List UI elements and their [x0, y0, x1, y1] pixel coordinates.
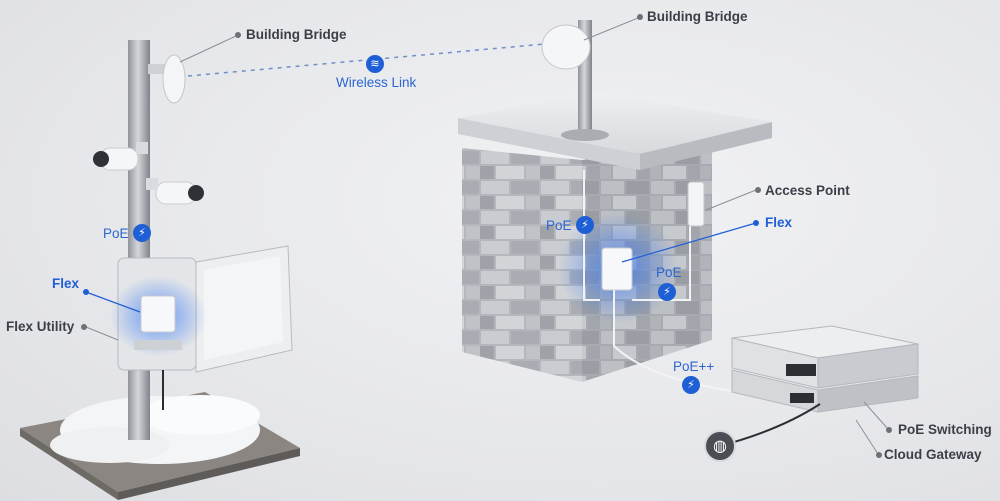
label-cloud-gateway: Cloud Gateway — [884, 447, 982, 463]
label-poe-switching: PoE Switching — [898, 422, 992, 438]
wireless-icon: ≋ — [366, 55, 384, 73]
building-bridge-device-left — [148, 55, 185, 103]
globe-icon: ◍ — [704, 430, 736, 462]
lightning-icon: ⚡ — [682, 376, 700, 394]
poe-switch-and-gateway-stack — [732, 326, 918, 412]
label-building-bridge-right: Building Bridge — [647, 9, 748, 25]
security-camera-2 — [146, 178, 204, 204]
lightning-icon: ⚡ — [658, 283, 676, 301]
label-flex-right: Flex — [765, 215, 792, 231]
label-flex-utility: Flex Utility — [6, 319, 74, 335]
label-poe-left: PoE — [103, 226, 129, 242]
lightning-icon: ⚡ — [576, 216, 594, 234]
label-poe-plus-plus: PoE++ — [673, 359, 714, 375]
access-point-device — [688, 182, 704, 226]
snow-ground-slab — [20, 392, 300, 500]
label-wireless-link: Wireless Link — [336, 75, 416, 91]
label-poe-right-top: PoE — [546, 218, 572, 234]
label-access-point: Access Point — [765, 183, 850, 199]
lightning-icon: ⚡ — [133, 224, 151, 242]
label-poe-right-mid: PoE — [656, 265, 682, 281]
label-flex-left: Flex — [52, 276, 79, 292]
label-building-bridge-left: Building Bridge — [246, 27, 347, 43]
